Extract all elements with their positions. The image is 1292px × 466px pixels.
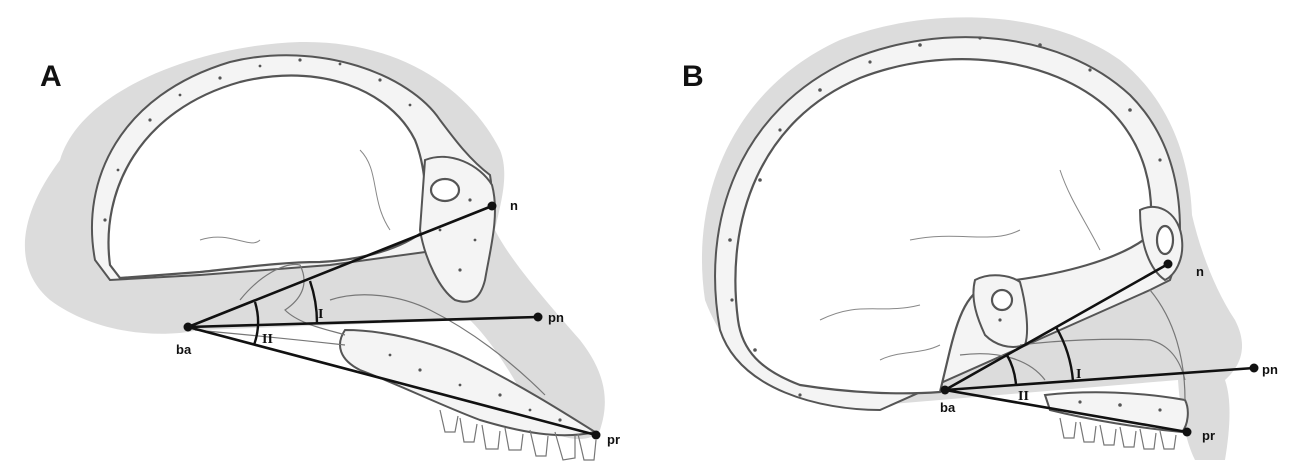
panel-a-sinus xyxy=(431,179,459,201)
panel-a-point-pn xyxy=(534,313,543,322)
panel-b-angle-i: I xyxy=(1076,367,1081,382)
panel-b: B xyxy=(682,17,1278,460)
panel-b-label-ba: ba xyxy=(940,400,956,415)
panel-b-label: B xyxy=(682,60,704,93)
panel-a-point-ba xyxy=(184,323,193,332)
panel-a-label-n: n xyxy=(510,198,518,213)
panel-b-sella xyxy=(992,290,1012,310)
panel-b-point-pn xyxy=(1250,364,1259,373)
panel-a-point-pr xyxy=(592,431,601,440)
panel-a-angle-i: I xyxy=(318,307,323,322)
panel-b-angle-ii: II xyxy=(1018,389,1029,404)
panel-a-label-ba: ba xyxy=(176,342,192,357)
panel-b-point-ba xyxy=(941,386,950,395)
panel-a: A xyxy=(25,42,620,460)
panel-a-angle-ii: II xyxy=(262,332,273,347)
panel-a-point-n xyxy=(488,202,497,211)
panel-b-label-pn: pn xyxy=(1262,362,1278,377)
panel-b-point-pr xyxy=(1183,428,1192,437)
panel-b-point-n xyxy=(1164,260,1173,269)
panel-b-sinus xyxy=(1157,226,1173,254)
panel-a-label: A xyxy=(40,60,62,93)
panel-a-label-pn: pn xyxy=(548,310,564,325)
panel-b-label-pr: pr xyxy=(1202,428,1215,443)
panel-b-label-n: n xyxy=(1196,264,1204,279)
panel-a-label-pr: pr xyxy=(607,432,620,447)
